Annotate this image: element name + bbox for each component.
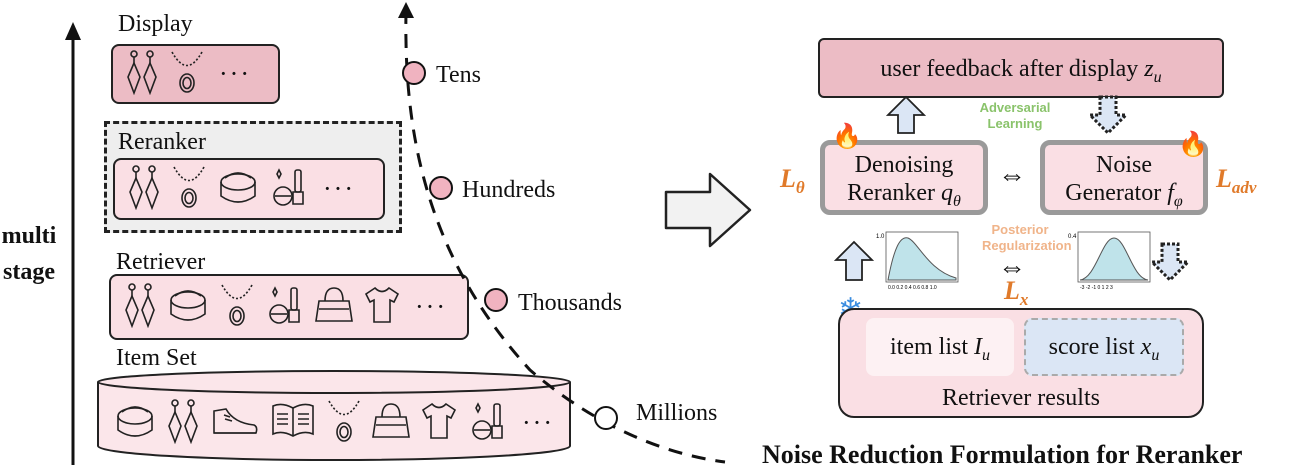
ellipsis: ··· [219, 59, 251, 88]
stage-title-reranker: Reranker [118, 129, 206, 155]
necklace-icon [326, 398, 362, 449]
earrings-icon [127, 164, 161, 215]
loss-theta: Lθ [780, 164, 805, 198]
fire-icon-denoiser: 🔥 [832, 124, 862, 150]
tshirt-icon [420, 401, 458, 446]
svg-text:0.0 0.2 0.4 0.6 0.8 1.0: 0.0 0.2 0.4 0.6 0.8 1.0 [888, 285, 937, 290]
handbag-icon [372, 401, 410, 446]
multi-stage-axis-arrow [65, 22, 81, 465]
scale-label-thousands: Thousands [518, 290, 622, 316]
ellipsis: ··· [415, 292, 447, 321]
down-arrow-feedback-generator [1088, 95, 1128, 136]
ellipsis: ··· [323, 174, 355, 203]
scale-label-hundreds: Hundreds [462, 177, 556, 203]
fire-icon-generator: 🔥 [1178, 132, 1208, 158]
handbag-icon [315, 285, 353, 330]
svg-text:0.4: 0.4 [1068, 234, 1077, 240]
axis-label: multi stage [1, 223, 57, 285]
makeup-kit-icon [269, 166, 309, 213]
loss-x: Lx [1004, 276, 1029, 310]
adversarial-learning-note: Adversarial Learning [979, 100, 1051, 131]
itemset-icons: ··· [102, 393, 562, 453]
necklace-icon [171, 164, 207, 215]
up-arrow-retriever-denoiser [834, 240, 874, 281]
book-icon [270, 402, 316, 445]
display-box: ··· [111, 44, 280, 104]
retriever-results-label: Retriever results [942, 385, 1100, 411]
scale-label-tens: Tens [436, 62, 481, 88]
makeup-kit-icon [468, 400, 508, 447]
svg-text:1.0: 1.0 [876, 234, 885, 240]
transition-arrow [664, 172, 752, 248]
stage-title-display: Display [118, 11, 193, 37]
score-list-box: score list xu [1024, 318, 1184, 376]
svg-text:-3 -2 -1 0 1 2 3: -3 -2 -1 0 1 2 3 [1080, 285, 1113, 290]
cream-jar-icon [217, 166, 259, 213]
normal-distribution-plot: 0.4 -3 -2 -1 0 1 2 3 [1068, 231, 1151, 290]
skewed-distribution-plot: 1.0 0.0 0.2 0.4 0.6 0.8 1.0 [876, 231, 959, 290]
down-arrow-generator-score [1150, 242, 1190, 283]
loss-adv: Ladv [1216, 164, 1257, 198]
ellipsis: ··· [522, 408, 554, 437]
cream-jar-icon [114, 400, 156, 447]
scale-label-millions: Millions [636, 400, 718, 426]
cream-jar-icon [167, 284, 209, 331]
retriever-box: ··· [109, 274, 469, 340]
posterior-double-arrow: ⇔ [998, 252, 1026, 283]
reranker-box: ··· [113, 158, 385, 220]
denoising-reranker-box: Denoising Reranker qθ [820, 140, 988, 215]
item-list-box: item list Iu [866, 318, 1014, 376]
figure-caption: Noise Reduction Formulation for Reranker [762, 440, 1243, 469]
user-feedback-box: user feedback after display zu [818, 38, 1224, 98]
scale-dot-tens [402, 61, 426, 85]
up-arrow-denoiser-feedback [886, 95, 926, 134]
posterior-regularization-note: Posterior Regularization [982, 222, 1072, 253]
itemset-cylinder [97, 370, 571, 461]
earrings-icon [125, 49, 159, 100]
necklace-icon [219, 282, 255, 333]
scale-curve [398, 2, 726, 464]
scale-dot-thousands [484, 288, 508, 312]
stage-title-itemset: Item Set [116, 345, 197, 371]
earrings-icon [123, 282, 157, 333]
necklace-icon [169, 49, 205, 100]
makeup-kit-icon [265, 284, 305, 331]
scale-dot-millions [594, 406, 618, 430]
scale-dot-hundreds [429, 176, 453, 200]
stage-title-retriever: Retriever [116, 249, 206, 275]
noise-generator-box: Noise Generator fφ [1040, 140, 1208, 215]
earrings-icon [166, 398, 200, 449]
adversarial-double-arrow: ⇔ [998, 160, 1026, 191]
tshirt-icon [363, 285, 401, 330]
sneaker-icon [210, 401, 260, 446]
